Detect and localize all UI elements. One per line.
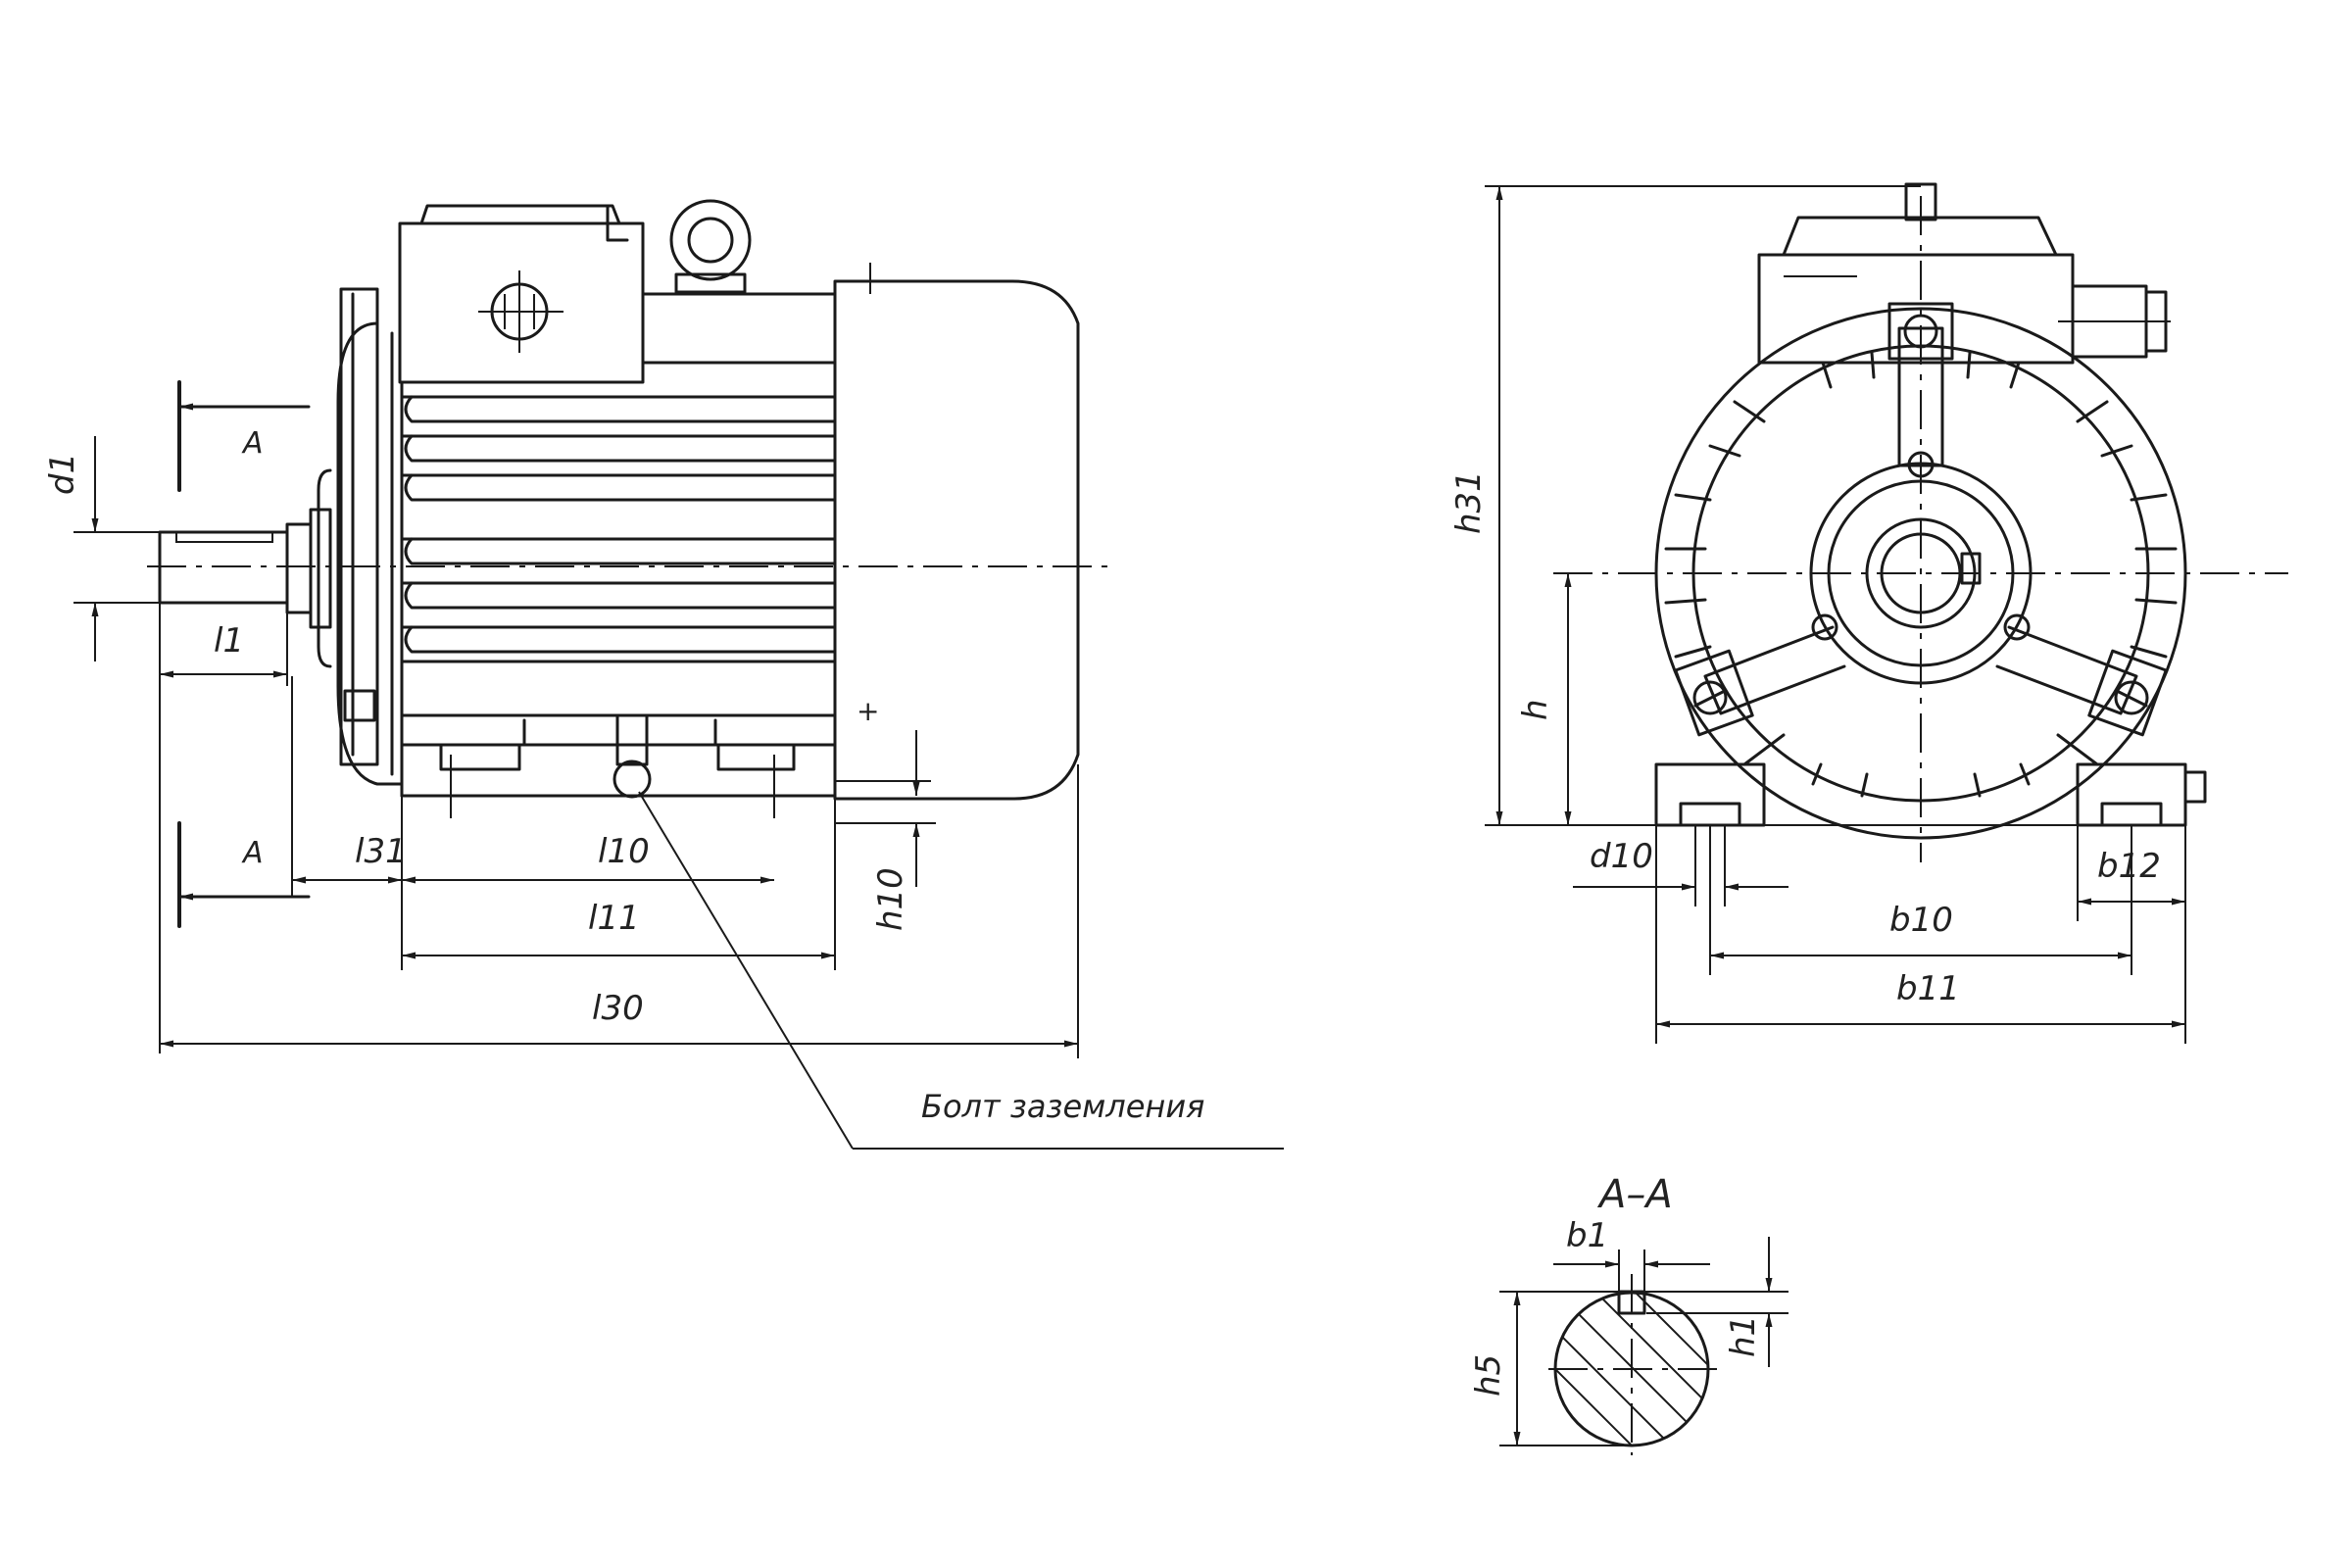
dim-b1: b1 (1553, 1216, 1710, 1294)
cooling-fins (1664, 351, 2178, 798)
label-h31: h31 (1449, 470, 1489, 534)
label-l31: l31 (355, 832, 407, 871)
dim-l11: l11 (402, 796, 836, 970)
ground-bolt-label: Болт заземления (921, 1088, 1204, 1125)
dim-h31: h31 (1449, 185, 1921, 826)
label-h5: h5 (1469, 1354, 1508, 1396)
label-d1: d1 (43, 453, 82, 495)
stator-body (400, 292, 837, 798)
label-l11: l11 (588, 899, 640, 938)
section-title: А–А (1596, 1172, 1673, 1217)
ground-bolt-callout: Болт заземления (638, 791, 1284, 1150)
shaft (158, 468, 332, 668)
dim-d10: d10 (1573, 825, 1788, 906)
label-h: h (1516, 699, 1555, 720)
label-d10: d10 (1590, 837, 1653, 876)
dim-b10: b10 (1709, 825, 2132, 975)
dim-h10: h10 (835, 730, 936, 931)
dim-h1: h1 (1646, 1237, 1788, 1367)
cable-gland (2058, 284, 2171, 359)
section-a-a: А–А b1 h5 (1469, 1172, 1788, 1455)
label-l10: l10 (598, 832, 650, 871)
fan-cover: + (833, 263, 1080, 801)
dim-h: h (1516, 573, 1572, 825)
section-letter-top: А (241, 426, 264, 461)
label-l1: l1 (214, 621, 244, 661)
motor-feet (400, 713, 837, 818)
dim-l1: l1 (159, 603, 288, 1054)
terminal-box (398, 204, 645, 384)
terminal-plus-sign: + (857, 695, 879, 727)
label-b1: b1 (1566, 1216, 1608, 1255)
label-b11: b11 (1896, 969, 1960, 1008)
section-letter-bottom: А (241, 836, 264, 870)
dim-b11: b11 (1655, 825, 2185, 1044)
lifting-eye (669, 199, 752, 294)
dim-l10: l10 (402, 832, 774, 884)
label-l30: l30 (592, 989, 644, 1028)
dim-d1: d1 (43, 436, 162, 662)
dim-h5: h5 (1469, 1291, 1646, 1446)
label-h10: h10 (871, 867, 910, 931)
front-view: h31 h d10 b12 b10 (1449, 182, 2288, 1044)
label-b12: b12 (2097, 847, 2161, 886)
front-feet (1654, 733, 2207, 827)
section-mark-bottom: А (177, 821, 311, 928)
label-b10: b10 (1889, 901, 1953, 940)
dim-l30: l30 (160, 764, 1079, 1058)
side-view: + А А d1 l1 (43, 199, 1284, 1150)
section-mark-top: А (177, 380, 311, 492)
end-shield (336, 287, 404, 786)
label-h1: h1 (1724, 1315, 1763, 1357)
